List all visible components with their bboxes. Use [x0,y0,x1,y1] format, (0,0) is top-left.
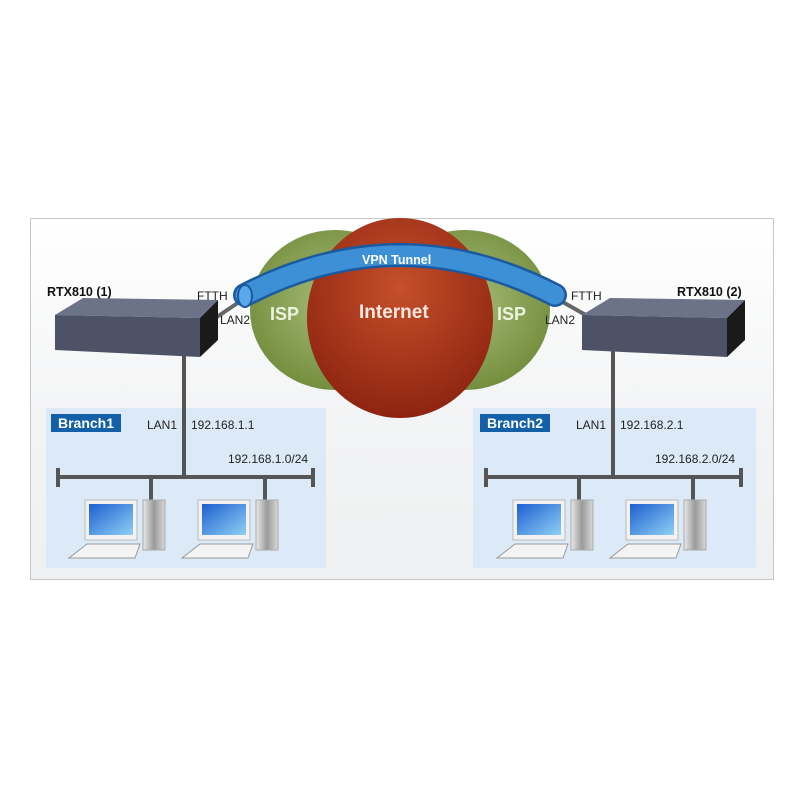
branch1-router-ip: 192.168.1.1 [191,418,255,432]
branch1-lan-port: LAN1 [147,418,178,432]
isp-left-label: ISP [270,304,300,324]
router1-name: RTX810 (1) [47,285,112,299]
isp-right-label: ISP [497,304,527,324]
pc-icon [495,499,594,559]
branch1-subnet: 192.168.1.0/24 [228,452,309,466]
router2-wan-port: LAN2 [545,313,576,327]
branch2-lan-port: LAN1 [576,418,607,432]
pc-icon [608,499,707,559]
branch2-badge: Branch2 [480,414,551,432]
router2-name: RTX810 (2) [677,285,742,299]
branch2-subnet: 192.168.2.0/24 [655,452,736,466]
tunnel-left-end [237,284,253,308]
router-2[interactable] [582,298,745,357]
router-1[interactable] [55,298,218,357]
router2-wan-label: FTTH [571,289,602,303]
pc-icon [67,499,166,559]
branch2-router-ip: 192.168.2.1 [620,418,684,432]
pc-icon [180,499,279,559]
router1-wan-label: FTTH [197,289,228,303]
tunnel-label: VPN Tunnel [362,253,432,267]
branch1-badge: Branch1 [51,414,122,432]
router1-wan-port: LAN2 [220,313,251,327]
internet-label: Internet [359,302,429,323]
